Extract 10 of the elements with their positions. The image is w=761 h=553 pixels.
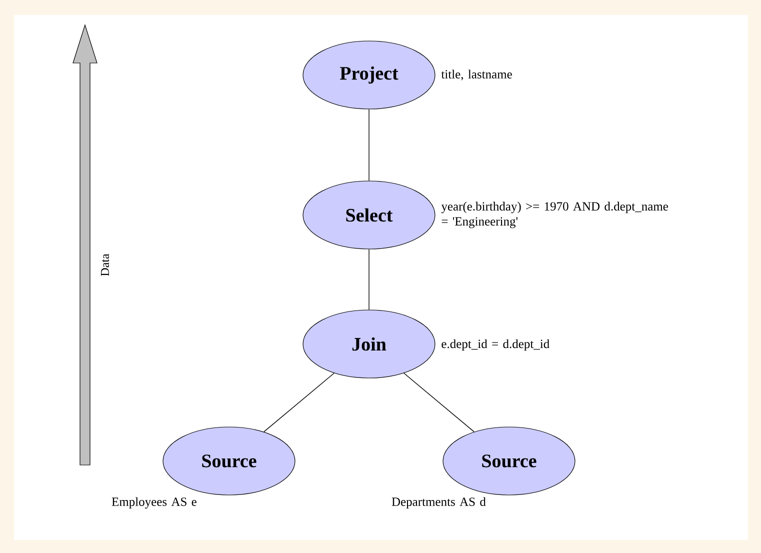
axis-label: Data	[101, 254, 109, 276]
annotation-text: e.dept_id = d.dept_id	[442, 339, 550, 351]
annotation-text: Departments AS d	[392, 497, 486, 509]
connector-line	[368, 248, 370, 310]
annotation-text: title, lastname	[441, 70, 512, 80]
annotation-text: year(e.birthday) >= 1970 AND d.dept_name = 'Engineering'	[441, 202, 668, 228]
connector-line	[368, 108, 370, 182]
connector-line	[264, 372, 334, 432]
connector-line	[404, 372, 474, 432]
annotation-text: Employees AS e	[112, 497, 196, 509]
